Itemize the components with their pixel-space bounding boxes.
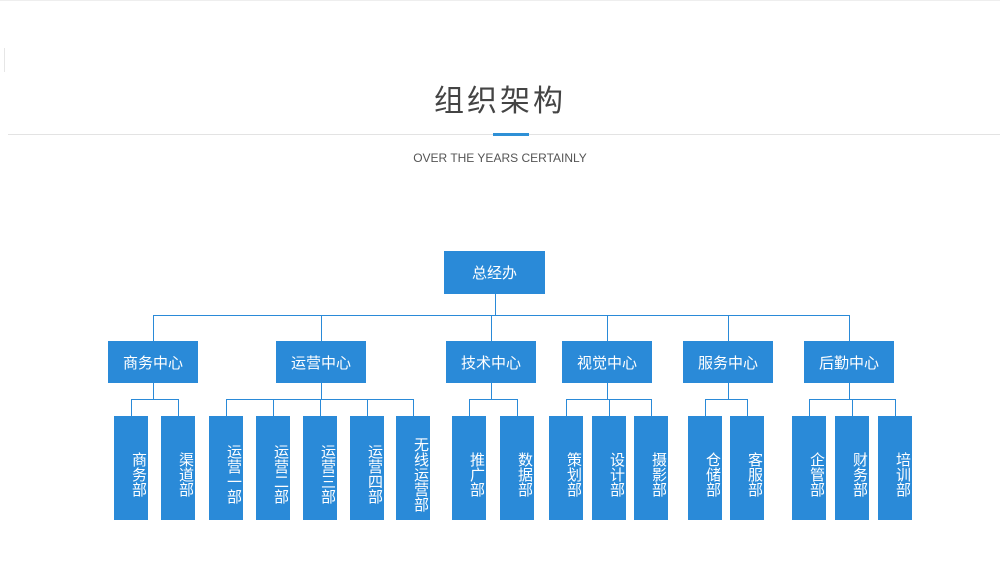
department-box[interactable]: 运营四部 [350,416,384,520]
department-box[interactable]: 商务部 [114,416,148,520]
center-box[interactable]: 运营中心 [276,341,366,383]
department-box[interactable]: 策划部 [549,416,583,520]
department-box[interactable]: 运营三部 [303,416,337,520]
title-divider-accent [493,133,529,136]
connector-center-bus [153,315,850,316]
department-box[interactable]: 运营一部 [209,416,243,520]
connector-center-drop [491,315,492,341]
connector-dept-drop [413,399,414,416]
connector-dept-drop [320,399,321,416]
connector-dept-drop [367,399,368,416]
department-box[interactable]: 仓储部 [688,416,722,520]
page-subtitle: OVER THE YEARS CERTAINLY [413,151,587,165]
department-box[interactable]: 设计部 [592,416,626,520]
connector-center-drop [321,315,322,341]
center-box[interactable]: 服务中心 [683,341,773,383]
connector-center-drop [849,315,850,341]
org-root-box[interactable]: 总经办 [444,251,545,294]
connector-dept-bus [131,399,179,400]
connector-dept-stem [849,383,850,399]
connector-dept-bus [705,399,748,400]
connector-dept-drop [566,399,567,416]
connector-dept-drop [273,399,274,416]
connector-dept-stem [153,383,154,399]
connector-dept-drop [226,399,227,416]
department-box[interactable]: 渠道部 [161,416,195,520]
department-box[interactable]: 财务部 [835,416,869,520]
center-box[interactable]: 视觉中心 [562,341,652,383]
center-box[interactable]: 后勤中心 [804,341,894,383]
department-box[interactable]: 运营二部 [256,416,290,520]
connector-dept-drop [131,399,132,416]
connector-center-drop [728,315,729,341]
connector-dept-drop [809,399,810,416]
connector-dept-drop [651,399,652,416]
connector-dept-drop [895,399,896,416]
center-box[interactable]: 商务中心 [108,341,198,383]
department-box[interactable]: 数据部 [500,416,534,520]
department-box[interactable]: 无线运营部 [396,416,430,520]
connector-center-drop [153,315,154,341]
left-edge-tick [4,48,5,72]
connector-dept-stem [491,383,492,399]
top-rule [0,0,1000,1]
connector-dept-drop [852,399,853,416]
connector-dept-stem [321,383,322,399]
connector-dept-drop [469,399,470,416]
connector-dept-stem [607,383,608,399]
connector-center-drop [607,315,608,341]
connector-dept-drop [609,399,610,416]
department-box[interactable]: 推广部 [452,416,486,520]
page-title: 组织架构 [434,84,566,119]
center-box[interactable]: 技术中心 [446,341,536,383]
connector-dept-drop [705,399,706,416]
connector-dept-drop [178,399,179,416]
connector-root-stem [494,294,496,315]
connector-dept-drop [747,399,748,416]
department-box[interactable]: 培训部 [878,416,912,520]
connector-dept-drop [517,399,518,416]
department-box[interactable]: 企管部 [792,416,826,520]
connector-dept-stem [728,383,729,399]
connector-dept-bus [469,399,518,400]
department-box[interactable]: 摄影部 [634,416,668,520]
department-box[interactable]: 客服部 [730,416,764,520]
